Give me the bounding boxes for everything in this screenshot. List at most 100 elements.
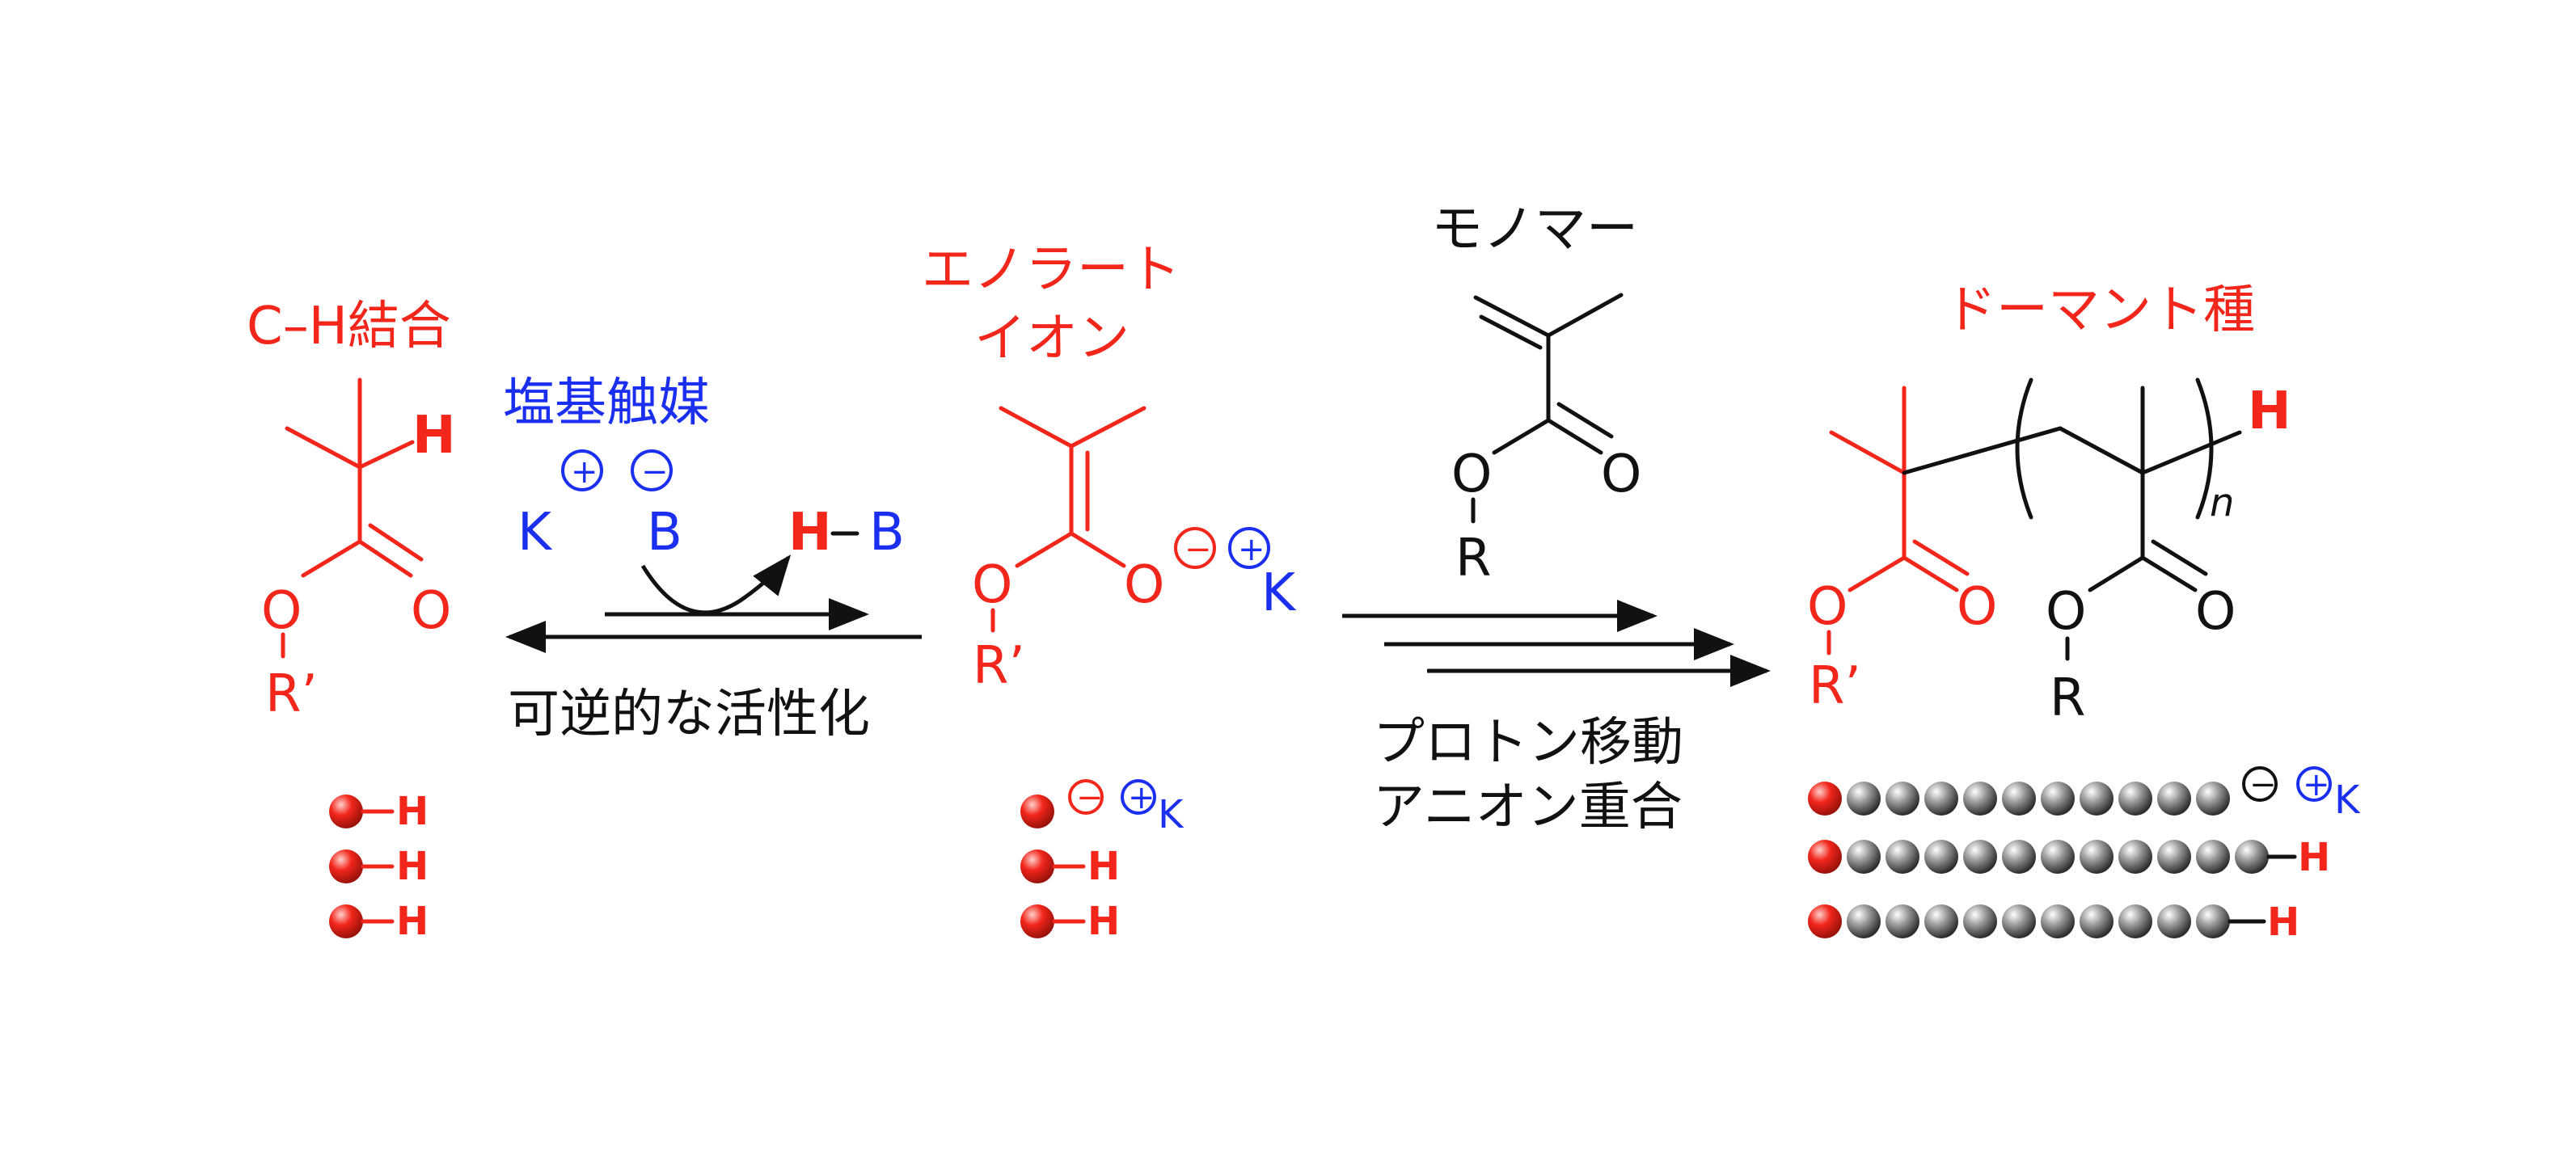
reversible-activation-label: 可逆的な活性化 [508,685,870,744]
enolate-molecule: エノラート イオン O O − + K R’ [922,240,1297,696]
h-atom: H [2248,381,2291,441]
h-atom: H [396,844,429,889]
h-atom: H [1087,844,1120,889]
ch-bond-label: C–H結合 [247,297,451,356]
h-atom: H [788,503,832,563]
monomer-bead [2157,904,2191,938]
h-atom: H [2298,835,2330,880]
b-atom: B [869,503,905,563]
monomer-bead [2002,904,2036,938]
dormant-chain: H [329,789,429,834]
minus-sign: − [1076,779,1104,816]
monomer-bead [2196,904,2230,938]
monomer-bead [1963,904,1997,938]
monomer-molecule: モノマー O O R [1431,200,1641,588]
plus-sign: + [1238,531,1265,568]
minus-sign: − [1185,531,1212,568]
initiator-bead [1020,795,1054,828]
charge-ring [2296,766,2332,802]
monomer-bead [1963,840,1997,874]
dormant-label: ドーマント種 [1945,280,2255,340]
h-atom: H [396,899,429,944]
monomer-bead [2235,840,2269,874]
monomer-bead [1924,840,1958,874]
plus-sign: + [571,453,598,491]
minus-sign: − [2249,766,2277,803]
monomer-bead [2080,904,2114,938]
k-atom: K [1158,792,1185,837]
monomer-bead [2196,782,2230,816]
o-atom: O [1957,577,1997,637]
r-prime-label: R’ [973,636,1025,696]
monomer-bead [2002,782,2036,816]
monomer-bead [2041,840,2075,874]
k-atom: K [2334,778,2361,823]
r-label: R [2050,668,2085,728]
propagating-chain: −+K [1808,766,2361,823]
o-atom: O [1451,445,1492,504]
monomer-bead [2041,782,2075,816]
monomer-bead [1847,904,1881,938]
initiator-bead [1808,782,1842,816]
forward-arrows: プロトン移動 アニオン重合 [1342,600,1771,837]
monomer-bead [1924,782,1958,816]
h-atom: H [1087,899,1120,944]
b-atom: B [647,503,682,563]
o-atom: O [2046,582,2086,642]
base-catalyst: 塩基触媒 + − K B H B [503,373,905,615]
monomer-bead [2118,904,2152,938]
initiator-bead [329,849,363,883]
r-prime-label: R’ [1809,656,1861,716]
dormant-polymer-chain: H [1808,835,2330,880]
dormant-chain: H [1020,899,1120,944]
dormant-chain: H [329,844,429,889]
o-atom: O [1601,445,1641,504]
h-atom: H [396,789,429,834]
initiator-bead [1808,840,1842,874]
initiator-bead [1020,849,1054,883]
k-atom: K [517,503,553,563]
dormant-polymer-chain: H [1808,900,2299,945]
proton-transfer-label: プロトン移動 [1373,713,1683,773]
o-atom: O [411,581,451,641]
dormant-chain: H [1020,844,1120,889]
monomer-bead [2080,840,2114,874]
enolate-chain-cartoons: − + K H H [1020,779,1185,944]
repeat-count-n: n [2210,480,2234,525]
o-atom: O [1124,555,1164,615]
initiator-bead [1020,904,1054,938]
initiator-bead [329,795,363,828]
o-atom: O [972,555,1012,615]
plus-sign: + [2303,766,2330,803]
active-chain: − + K [1020,779,1185,837]
monomer-label: モノマー [1431,200,1638,259]
minus-sign: − [641,453,669,491]
monomer-bead [1847,782,1881,816]
monomer-bead [2041,904,2075,938]
ch-bond-molecule: C–H結合 H O O R’ [247,297,456,724]
monomer-bead [2157,840,2191,874]
o-atom: O [2195,582,2236,642]
h-atom: H [412,406,456,466]
o-atom: O [1807,577,1848,637]
initiator-bead [1808,904,1842,938]
r-prime-label: R’ [265,664,318,724]
initiator-bead [329,904,363,938]
dormant-chain: H [329,899,429,944]
r-label: R [1455,529,1491,588]
monomer-bead [2002,840,2036,874]
dormant-molecule: ドーマント種 O O R’ O O R n H [1807,280,2291,728]
monomer-bead [1963,782,1997,816]
anionic-polymerization-label: アニオン重合 [1373,778,1683,837]
monomer-bead [2118,782,2152,816]
o-atom: O [261,581,302,641]
monomer-bead [2080,782,2114,816]
monomer-bead [1886,782,1919,816]
k-atom: K [1261,563,1297,623]
monomer-bead [2157,782,2191,816]
charge-ring [2242,766,2278,802]
polymer-chain-cartoons: −+K H H [1808,766,2361,945]
monomer-bead [2118,840,2152,874]
base-catalyst-label: 塩基触媒 [503,373,710,433]
